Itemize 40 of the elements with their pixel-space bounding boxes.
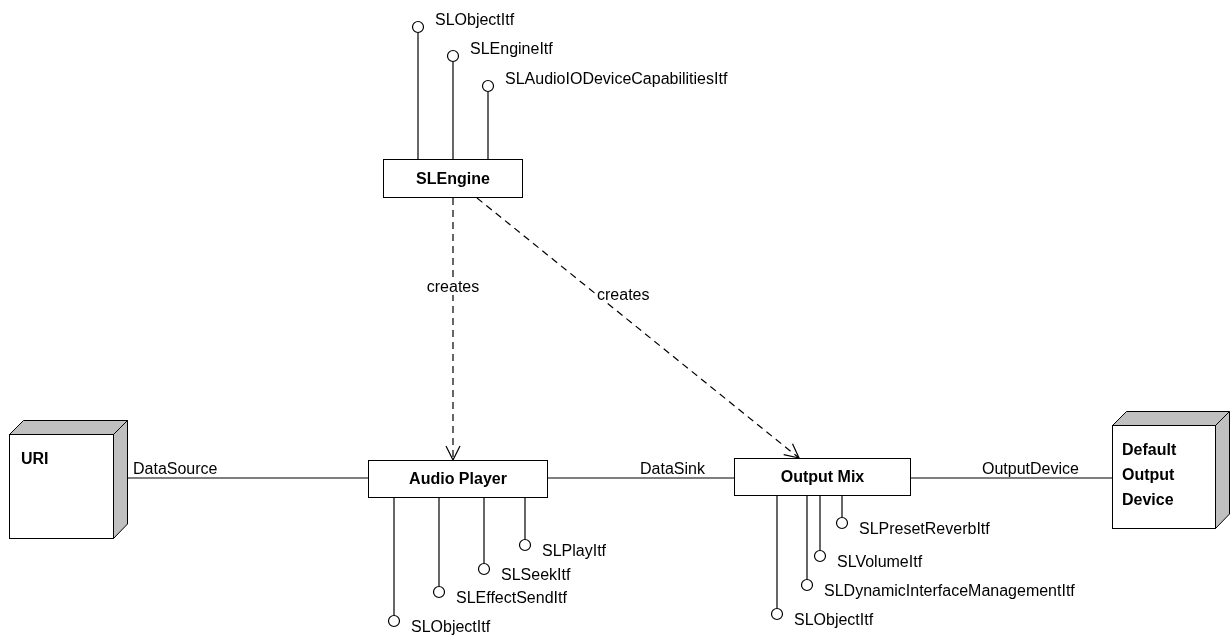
interface-lollipop [432, 497, 446, 599]
interface-lollipop [387, 497, 401, 628]
component-box [368, 460, 548, 498]
node-name: Default Output Device [1122, 440, 1178, 510]
component-box [383, 159, 523, 198]
edge-label: creates [425, 279, 481, 295]
dependency-arrow [476, 197, 800, 459]
interface-lollipop [477, 497, 491, 576]
interface-lollipop [800, 495, 814, 592]
interface-lollipop [835, 495, 849, 530]
edge-label: creates [596, 287, 651, 303]
interface-name: SLObjectItf [411, 618, 491, 635]
connector-line [910, 477, 1113, 479]
node-name: URI [21, 449, 50, 469]
component-name: Audio Player [409, 470, 507, 488]
edge-label: DataSource [132, 461, 219, 477]
edge-label: DataSink [639, 461, 706, 477]
interface-name: SLObjectItf [794, 611, 874, 628]
interface-name: SLPresetReverbItf [859, 520, 990, 537]
interface-lollipop [411, 20, 425, 160]
interface-name: SLEffectSendItf [456, 589, 567, 606]
component-name: Output Mix [780, 468, 865, 486]
interface-name: SLObjectItf [435, 11, 515, 28]
interface-lollipop [481, 79, 495, 160]
interface-lollipop [518, 497, 532, 552]
component-box [734, 458, 911, 496]
interface-name: SLSeekItf [501, 566, 571, 583]
interface-lollipop [770, 495, 784, 621]
interface-lollipop [446, 49, 460, 160]
interface-name: SLVolumeItf [837, 553, 923, 570]
interface-name: SLEngineItf [470, 40, 553, 57]
interface-name: SLAudioIODeviceCapabilitiesItf [505, 70, 728, 87]
dependency-arrow [445, 197, 461, 461]
edge-label: OutputDevice [981, 461, 1080, 477]
connector-line [547, 477, 735, 479]
interface-name: SLDynamicInterfaceManagementItf [824, 582, 1075, 599]
component-name: SLEngine [416, 169, 490, 188]
interface-lollipop [813, 495, 827, 563]
connector-line [127, 477, 369, 479]
interface-name: SLPlayItf [542, 542, 607, 559]
